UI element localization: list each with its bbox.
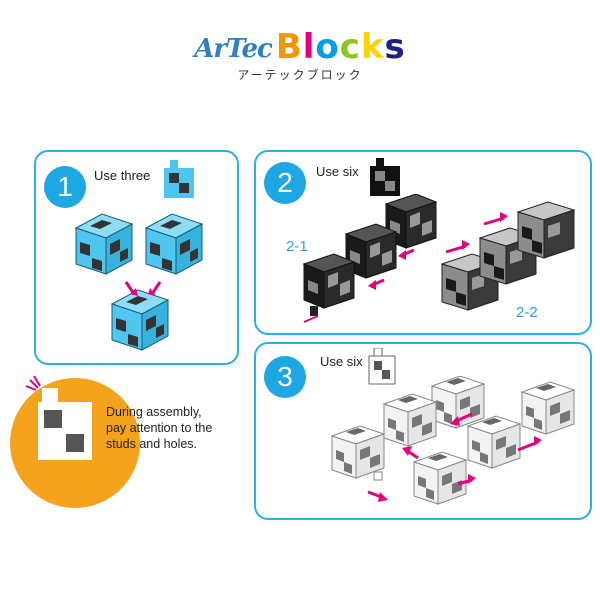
step-2-1-label: 2-1 (286, 238, 308, 255)
step-1-illustration (75, 213, 203, 351)
hint-text: During assembly, pay attention to the st… (106, 404, 212, 452)
step-3-block-icon (368, 348, 396, 385)
logo-letter: k (360, 27, 385, 67)
step-2-2-label: 2-2 (516, 304, 538, 321)
logo-letter: c (339, 27, 361, 67)
step-1-number: 1 (44, 166, 86, 208)
step-1-instruction: Use three (94, 168, 151, 183)
logo-blocks-word: Blocks (276, 30, 406, 64)
hint-line-1: During assembly, (106, 405, 202, 419)
step-2-block-icon (370, 158, 400, 196)
step-3-number: 3 (264, 356, 306, 398)
step-2-instruction: Use six (316, 164, 359, 179)
logo-letter: B (275, 27, 303, 67)
logo-brand-name: ArTec (194, 34, 273, 64)
logo-letter: s (384, 27, 406, 67)
step-3-instruction: Use six (320, 354, 363, 369)
logo-subtitle: アーテックブロック (237, 68, 363, 82)
step-3-panel: 3 Use six (254, 342, 592, 520)
hint-line-2: pay attention to the (106, 421, 213, 435)
step-2-panel: 2 Use six 2-1 2-2 (254, 150, 592, 335)
step-3-illustration (331, 376, 575, 505)
step-1-block-icon (164, 160, 194, 198)
logo-letter: o (315, 27, 340, 67)
brand-logo: ArTec Blocks アーテックブロック (0, 30, 600, 83)
step-2-number: 2 (264, 162, 306, 204)
hint-line-3: studs and holes. (106, 437, 198, 451)
hint-block-icon (25, 375, 92, 460)
step-1-panel: 1 Use three (34, 150, 239, 365)
logo-letter: l (302, 27, 316, 67)
step-2-illustration (303, 194, 575, 323)
